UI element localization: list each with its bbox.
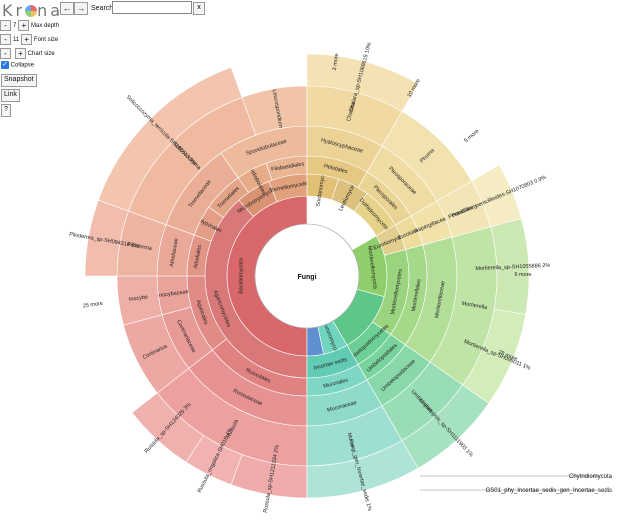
font-size-minus-button[interactable]: - [0, 34, 11, 45]
chart-size-minus-button[interactable]: - [0, 48, 11, 59]
wedge-label-piloderma: Piloderma [127, 242, 153, 252]
center-label: Fungi [297, 274, 316, 281]
collapse-toggle[interactable]: ✓ Collapse [1, 61, 34, 69]
wedge-label-basidiomycota: Basidiomycota [238, 257, 244, 294]
forward-button[interactable]: → [74, 2, 88, 15]
max-depth-label: Max depth [31, 22, 60, 29]
wedge-label-inocybe: Inocybe [129, 294, 149, 302]
max-depth-control: -7+ Max depth [0, 20, 59, 32]
wedge-solicoccozyma-terricola-sh185613[interactable] [98, 67, 243, 212]
wedge-label-inocybaceae: Inocybaceae [157, 289, 189, 299]
more-label[interactable]: 6 more [514, 272, 531, 278]
collapse-label: Collapse [10, 62, 35, 69]
font-size-control: -11+ Font size [0, 34, 58, 46]
wedge-label-mortierellomycota: Mortierellomycota [366, 246, 378, 291]
search-input[interactable] [112, 1, 192, 14]
max-depth-value: 7 [13, 22, 17, 29]
help-button[interactable]: ? [1, 104, 11, 117]
center-circle[interactable] [254, 223, 360, 329]
outer-label-gs01-phy-incertae-sedis-gen-incertae-sedis: GS01_phy_Incertae_sedis_gen_Incertae_sed… [486, 488, 612, 494]
chart-size-control: -+ Chart size [0, 48, 55, 60]
chart-size-plus-button[interactable]: + [15, 48, 26, 59]
chart-size-label: Chart size [27, 50, 55, 57]
back-arrow-icon: ← [62, 3, 72, 13]
forward-arrow-icon: → [76, 3, 86, 13]
wedge-chalara-sp-sh1068615[interactable] [306, 53, 419, 112]
back-button[interactable]: ← [60, 2, 74, 15]
wedge-label-atheliaceae: Atheliaceae [169, 238, 180, 267]
font-size-value: 11 [13, 36, 20, 43]
wedge-label-atheliales: Atheliales [193, 244, 203, 269]
wedge-label-chalara: Chalara [346, 101, 357, 122]
outer-label-chytridiomycota: Chytridiomycota [569, 474, 613, 480]
wedge-fungi-gen-incertae-sedis[interactable] [306, 440, 419, 499]
more-label[interactable]: 3 more [332, 53, 340, 71]
search-label: Search: [91, 5, 116, 12]
wedge-label-mortierella: Mortierella [461, 301, 488, 312]
wedge-label-mortierella-sp-sh1055886: Mortierella_sp-SH1055886 2% [475, 263, 550, 272]
logo-wheel-icon [25, 5, 38, 17]
wedge-russula-sp-sh124025[interactable] [131, 392, 204, 463]
font-size-label: Font size [33, 36, 59, 43]
more-label[interactable]: 25 more [83, 301, 104, 310]
font-size-plus-button[interactable]: + [21, 34, 33, 45]
wedge-label-mortierellales: Mortierellales [411, 278, 423, 311]
more-label[interactable]: 5 more [463, 129, 480, 145]
checkbox-icon[interactable]: ✓ [1, 61, 9, 69]
snapshot-button[interactable]: Snapshot [1, 74, 37, 87]
search-clear-button[interactable]: x [193, 2, 205, 15]
wedge-label-filobasidiales: Filobasidiales [271, 161, 305, 173]
max-depth-minus-button[interactable]: - [0, 20, 11, 31]
max-depth-plus-button[interactable]: + [18, 20, 30, 31]
link-button[interactable]: Link [1, 89, 20, 102]
wedge-label-mucor: Mucor [346, 432, 356, 448]
